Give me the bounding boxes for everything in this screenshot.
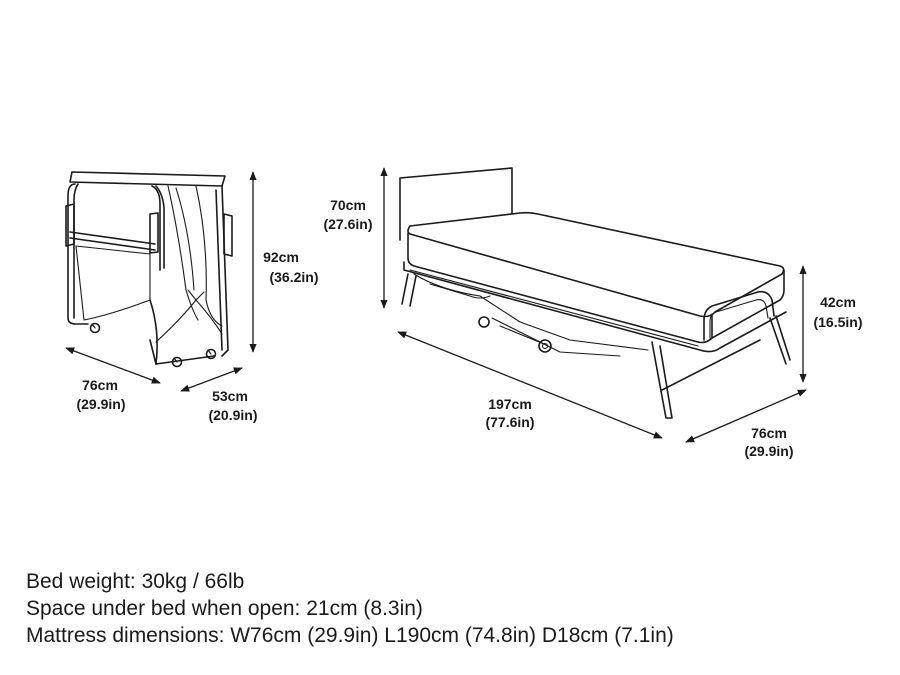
open-bed-illustration bbox=[399, 167, 791, 419]
bed-weight-spec: Bed weight: 30kg / 66lb bbox=[26, 570, 245, 593]
folded-height-in-label: (36.2in) bbox=[269, 269, 318, 285]
bed-height-in-label: (16.5in) bbox=[813, 314, 862, 330]
headboard-height-cm-label: 70cm bbox=[330, 197, 366, 213]
folded-width-dimension-line bbox=[65, 347, 161, 384]
folded-depth-cm-label: 53cm bbox=[212, 388, 248, 404]
bed-length-dimension-line bbox=[397, 331, 663, 439]
under-bed-space-spec: Space under bed when open: 21cm (8.3in) bbox=[26, 597, 423, 620]
bed-height-cm-label: 42cm bbox=[820, 294, 856, 310]
bed-width-dimension-line bbox=[685, 389, 807, 443]
bed-width-in-label: (29.9in) bbox=[744, 443, 793, 459]
folded-width-in-label: (29.9in) bbox=[76, 396, 125, 412]
folded-width-cm-label: 76cm bbox=[82, 377, 118, 393]
headboard-height-in-label: (27.6in) bbox=[323, 216, 372, 232]
folded-depth-in-label: (20.9in) bbox=[208, 407, 257, 423]
mattress-dimensions-spec: Mattress dimensions: W76cm (29.9in) L190… bbox=[26, 624, 674, 647]
bed-dimensions-diagram: 92cm (36.2in) 76cm (29.9in) 53cm (20.9in… bbox=[65, 167, 863, 459]
bed-length-cm-label: 197cm bbox=[488, 396, 532, 412]
bed-width-cm-label: 76cm bbox=[751, 425, 787, 441]
bed-length-in-label: (77.6in) bbox=[485, 414, 534, 430]
folded-bed-illustration bbox=[65, 171, 233, 368]
folded-depth-dimension-line bbox=[180, 367, 243, 392]
folded-height-cm-label: 92cm bbox=[263, 249, 299, 265]
diagram-canvas: 92cm (36.2in) 76cm (29.9in) 53cm (20.9in… bbox=[65, 167, 863, 459]
specifications-block: Bed weight: 30kg / 66lb Space under bed … bbox=[26, 568, 886, 649]
